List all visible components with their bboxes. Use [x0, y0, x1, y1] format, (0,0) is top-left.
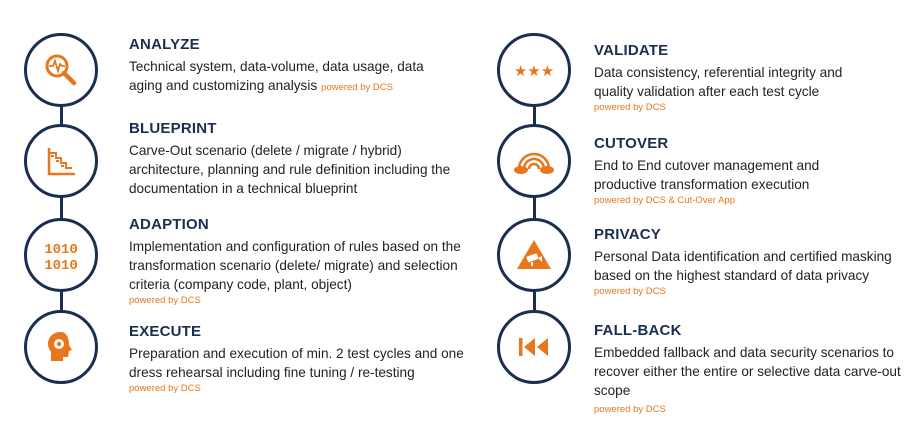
analyze-node	[24, 33, 98, 107]
blueprint-description: Carve-Out scenario (delete / migrate / h…	[129, 143, 451, 196]
execute-description: Preparation and execution of min. 2 test…	[129, 346, 464, 380]
analyze-title: ANALYZE	[129, 36, 200, 53]
privacy-description: Personal Data identification and certifi…	[594, 249, 892, 283]
execute-item: EXECUTE Preparation and execution of min…	[129, 323, 479, 395]
privacy-title: PRIVACY	[594, 226, 661, 243]
fallback-powered: powered by DCS	[594, 404, 666, 415]
validate-item: VALIDATE Data consistency, referential i…	[594, 42, 884, 114]
adaption-powered: powered by DCS	[129, 295, 201, 306]
adaption-node: 1010 1010	[24, 218, 98, 292]
adaption-description: Implementation and configuration of rule…	[129, 239, 461, 292]
right-chain-line	[533, 78, 536, 346]
blueprint-node	[24, 124, 98, 198]
analyze-item: ANALYZE Technical system, data-volume, d…	[129, 36, 459, 97]
fallback-item: FALL-BACK Embedded fallback and data sec…	[594, 322, 904, 416]
execute-powered: powered by DCS	[129, 383, 201, 394]
rewind-icon	[519, 338, 548, 356]
validate-description: Data consistency, referential integrity …	[594, 65, 843, 99]
left-chain-line	[60, 80, 63, 345]
fallback-description: Embedded fallback and data security scen…	[594, 345, 901, 398]
head-gear-icon	[48, 332, 72, 361]
blueprint-title: BLUEPRINT	[129, 120, 217, 137]
execute-node	[24, 310, 98, 384]
svg-text:★★★: ★★★	[514, 62, 554, 80]
svg-text:1010: 1010	[44, 242, 78, 258]
cutover-description: End to End cutover management and produc…	[594, 158, 820, 192]
three-stars-icon: ★★★	[514, 62, 554, 80]
fallback-title: FALL-BACK	[594, 322, 682, 339]
privacy-item: PRIVACY Personal Data identification and…	[594, 226, 894, 298]
rainbow-clouds-icon	[514, 152, 554, 174]
adaption-title: ADAPTION	[129, 216, 209, 233]
magnifier-pulse-icon	[45, 54, 77, 86]
validate-powered: powered by DCS	[594, 102, 666, 113]
privacy-powered: powered by DCS	[594, 286, 666, 297]
camera-warning-icon	[517, 240, 551, 269]
binary-code-icon: 1010 1010	[44, 242, 78, 272]
blueprint-item: BLUEPRINT Carve-Out scenario (delete / m…	[129, 120, 469, 198]
validate-node: ★★★	[497, 33, 571, 107]
fallback-node	[497, 310, 571, 384]
cutover-item: CUTOVER End to End cutover management an…	[594, 135, 884, 207]
cutover-powered: powered by DCS & Cut-Over App	[594, 195, 735, 206]
staircase-chart-icon	[47, 148, 75, 176]
adaption-item: ADAPTION Implementation and configuratio…	[129, 216, 474, 307]
svg-text:1010: 1010	[44, 258, 78, 272]
cutover-title: CUTOVER	[594, 135, 669, 152]
privacy-node	[497, 218, 571, 292]
analyze-description: Technical system, data-volume, data usag…	[129, 59, 424, 93]
cutover-node	[497, 124, 571, 198]
validate-title: VALIDATE	[594, 42, 669, 59]
analyze-powered: powered by DCS	[321, 82, 393, 93]
execute-title: EXECUTE	[129, 323, 202, 340]
